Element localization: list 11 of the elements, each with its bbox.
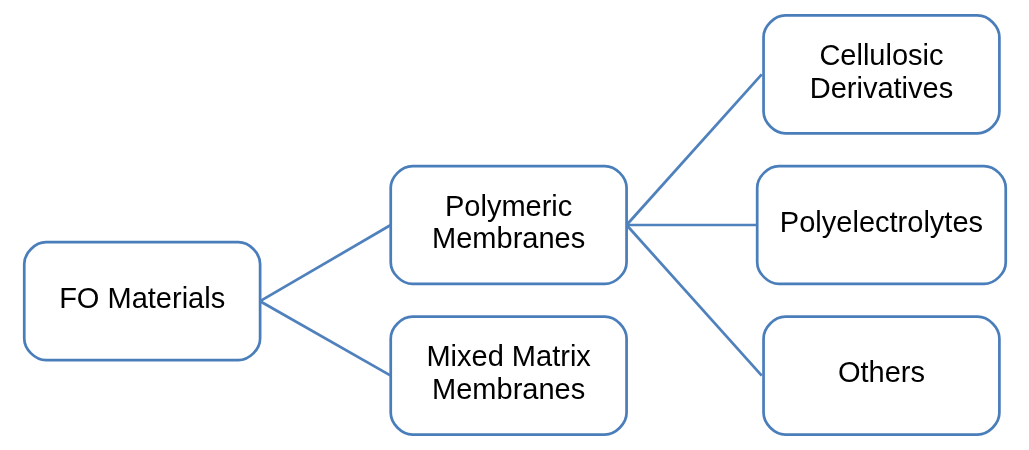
- connector: [625, 73, 763, 226]
- connector: [626, 223, 757, 227]
- node-box: FO Materials: [22, 240, 261, 362]
- node-box: Others: [761, 315, 1001, 436]
- connector: [625, 224, 763, 377]
- node-box: Cellulosic Derivatives: [761, 14, 1001, 135]
- connector: [258, 300, 391, 377]
- connector: [258, 223, 391, 303]
- node-box: Mixed Matrix Membranes: [388, 315, 628, 436]
- node-box: Polyelectrolytes: [755, 164, 1007, 286]
- node-box: Polymeric Membranes: [388, 164, 628, 286]
